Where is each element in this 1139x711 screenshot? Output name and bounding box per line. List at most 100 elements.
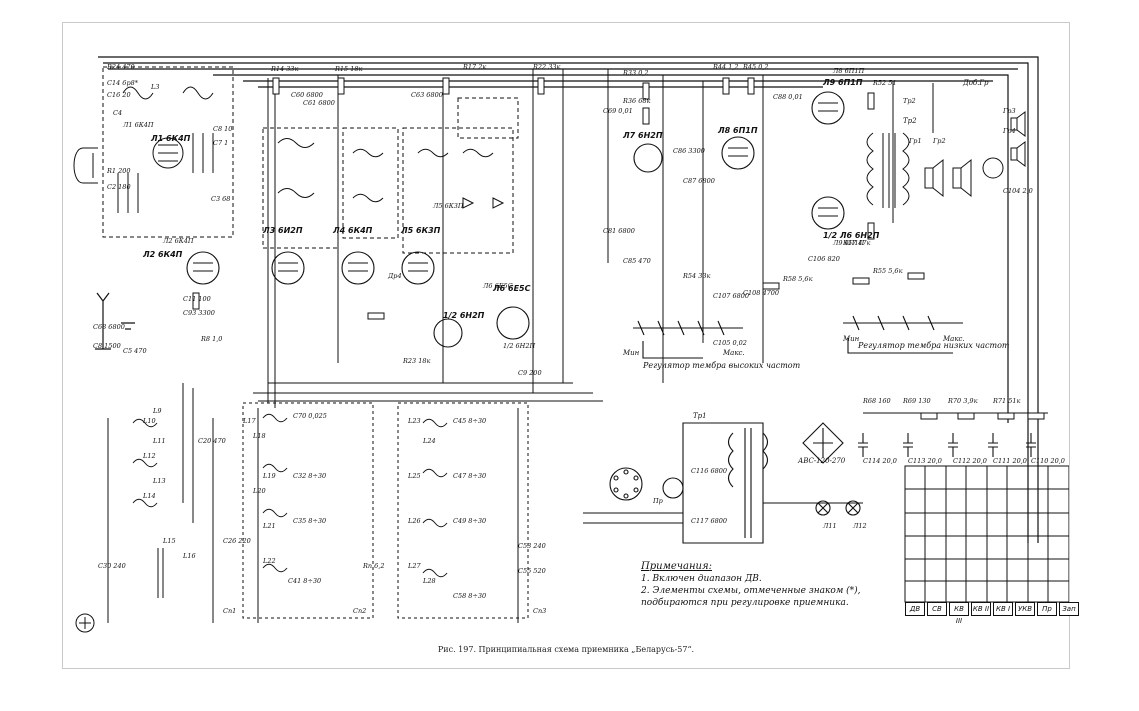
component-label: C35 8÷30	[293, 517, 326, 525]
notes-block: Примечания: 1. Включен диапазон ДВ. 2. Э…	[641, 561, 941, 609]
component-label: L23	[407, 417, 421, 425]
component-label: C113 20,0	[908, 457, 942, 465]
component-label: R8 1,0	[200, 335, 222, 343]
component-label: L22	[262, 557, 276, 565]
component-label: R33 0,2	[622, 69, 649, 77]
tube-l8	[811, 91, 845, 125]
component-label: C63 6800	[411, 91, 443, 99]
tube-label: Л7 6Н2П	[622, 131, 663, 140]
component-label: C104 2,0	[1003, 187, 1033, 195]
component-label: R15 18к	[334, 65, 363, 73]
component-label: L18	[252, 432, 266, 440]
note-line: 2. Элементы схемы, отмеченные знаком (*)…	[641, 586, 861, 596]
power-label-transformer: Тр1	[693, 412, 707, 420]
tube-l6-half	[433, 318, 463, 348]
band-label: КВ III	[949, 602, 969, 625]
component-label: L20	[252, 487, 266, 495]
tube-l3	[271, 251, 305, 285]
component-label: C110 20,0	[1031, 457, 1065, 465]
component-label: 1/2 6Н2П	[503, 342, 535, 350]
component-label: R57 47к	[842, 239, 871, 247]
tube-label: Л9 6П1П	[822, 78, 863, 87]
component-label: C7 1	[213, 139, 228, 147]
power-label-speaker-label: Доб.Гр	[962, 79, 989, 87]
component-label: R36 68к	[622, 97, 651, 105]
component-label: R70 3,9к	[947, 397, 978, 405]
component-label: R44 1,2	[712, 63, 739, 71]
component-label: R58 5,6к	[782, 275, 813, 283]
band-label: СВ	[927, 602, 947, 616]
component-label: C41 8÷30	[288, 577, 321, 585]
component-label: C4	[113, 109, 122, 117]
tube-l9	[811, 196, 845, 230]
band-label: КВ I	[993, 602, 1013, 616]
component-label: Гр3	[1002, 107, 1016, 115]
component-label: Л11	[822, 522, 837, 530]
component-label: C58 8÷30	[453, 592, 486, 600]
power-label-rectifier: АВС-120-270	[797, 457, 846, 465]
component-label: L26	[407, 517, 421, 525]
output-stage	[866, 111, 1026, 208]
component-label: C5 470	[123, 347, 147, 355]
radio-schematic	[73, 56, 1069, 633]
component-label: L24	[422, 437, 436, 445]
component-label: Cп2	[353, 607, 366, 615]
tube-label: 1/2 Л6 6Н2П	[823, 231, 880, 240]
component-label: C30 240	[98, 562, 126, 570]
notes-heading: Примечания:	[641, 561, 712, 572]
component-label: C11 100	[183, 295, 211, 303]
component-label: R22 33к	[532, 63, 561, 71]
tube-l4	[341, 251, 375, 285]
component-label: C106 820	[808, 255, 840, 263]
band-label: ДВ	[905, 602, 925, 616]
component-label: Л5 6К3П	[432, 202, 464, 210]
vertical-wiring	[182, 69, 934, 523]
power-label-output-transformer: Тр2	[903, 117, 917, 125]
figure-caption: Рис. 197. Принципиальная схема приемника…	[437, 645, 695, 654]
component-label: C107 6800	[713, 292, 749, 300]
tube-l6-6n2p	[633, 143, 663, 173]
component-label: L21	[262, 522, 276, 530]
component-label: Rп 6,2	[362, 562, 384, 570]
component-label: L10	[142, 417, 156, 425]
tubes	[186, 91, 845, 348]
component-label: C32 8÷30	[293, 472, 326, 480]
tone-control-label: Регулятор тембра низких частот	[857, 341, 1010, 350]
component-label: L3	[150, 83, 159, 91]
component-label: C2 180	[107, 183, 131, 191]
component-label: C61 6800	[303, 99, 335, 107]
component-label: C49 8÷30	[453, 517, 486, 525]
component-label: L27	[407, 562, 421, 570]
component-label: C45 8÷30	[453, 417, 486, 425]
component-label: C112 20,0	[953, 457, 987, 465]
component-label: C69 0,01	[603, 107, 633, 115]
component-label: Гр4	[1002, 127, 1016, 135]
band-switch-labels: ДВ СВ КВ III КВ II КВ I УКВ Пр Зап	[905, 602, 1079, 625]
tone-max-label: Макс.	[942, 335, 965, 343]
component-label: C8 1500	[93, 342, 121, 350]
component-label: Л8 6П1П	[832, 67, 865, 75]
component-label: C117 6800	[691, 517, 727, 525]
tone-control-label: Регулятор тембра высоких частот	[642, 361, 801, 370]
band-label: Зап	[1059, 602, 1079, 616]
component-label: L19	[262, 472, 276, 480]
component-label: L13	[152, 477, 166, 485]
component-label: R69 130	[902, 397, 931, 405]
component-label: C14 6р8*	[107, 79, 139, 87]
component-label: C88 0,01	[773, 93, 803, 101]
component-label: Гр2	[932, 137, 946, 145]
component-label: C60 6800	[291, 91, 323, 99]
component-label: R17 2к	[462, 63, 486, 71]
component-label: C16 20	[107, 91, 131, 99]
component-label: R1 200	[106, 167, 131, 175]
component-label: C108 4700	[743, 289, 779, 297]
component-label: Пр	[652, 497, 664, 505]
component-label: L11	[152, 437, 166, 445]
antenna-symbol	[95, 292, 135, 350]
component-label: C68 6800	[93, 323, 125, 331]
power-supply	[583, 422, 863, 544]
component-label: C47 8÷30	[453, 472, 486, 480]
component-label: L9	[152, 407, 161, 415]
tube-label: Л5 6К3П	[400, 226, 441, 235]
